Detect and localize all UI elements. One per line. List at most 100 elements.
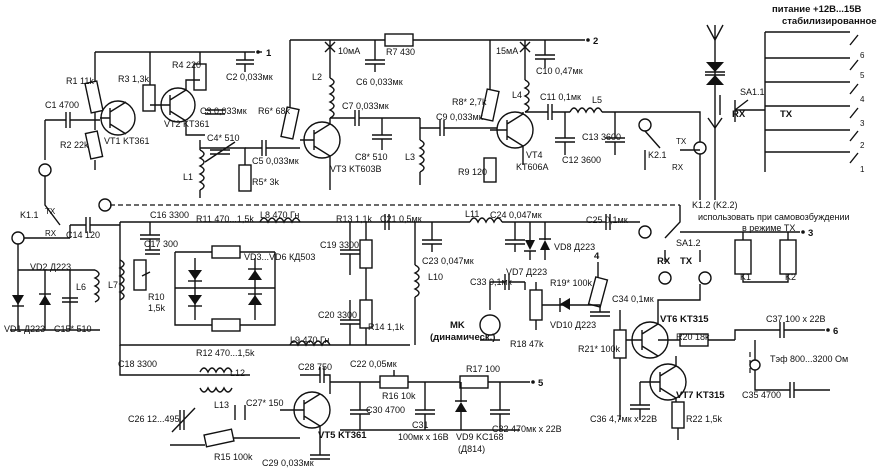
inductor-l8 bbox=[259, 217, 301, 224]
resistor-r7 bbox=[384, 33, 414, 47]
label-l12: L12 bbox=[230, 368, 245, 378]
diode-icon bbox=[706, 62, 724, 72]
resistor-r2 bbox=[84, 130, 104, 160]
diode-vd2 bbox=[39, 295, 51, 305]
inductor-l4 bbox=[523, 79, 530, 113]
label-k11: K1.1 bbox=[20, 210, 39, 220]
label-l3: L3 bbox=[405, 152, 415, 162]
inductor-l3 bbox=[418, 139, 425, 173]
resistor-r12 bbox=[211, 318, 241, 332]
connector-pin-4: 4 bbox=[860, 95, 865, 104]
label-note-1: использовать при самовозбуждении bbox=[698, 212, 850, 222]
label-rx-4: RX bbox=[657, 256, 671, 267]
label-c21: C21 0,5мк bbox=[380, 214, 422, 224]
resistor-r10 bbox=[133, 259, 147, 291]
label-c33: C33 0,1мк bbox=[470, 277, 512, 287]
connector-pin-1: 1 bbox=[860, 165, 865, 174]
resistor-r4 bbox=[193, 63, 207, 91]
diode-vd7 bbox=[525, 240, 535, 250]
label-c19: C19 3300 bbox=[320, 240, 359, 250]
terminal-2: 2 bbox=[593, 36, 598, 47]
label-tx-3: TX bbox=[45, 207, 56, 216]
terminal-5: 5 bbox=[538, 378, 544, 389]
label-vd8: VD8 Д223 bbox=[554, 242, 595, 252]
label-c6: C6 0,033мк bbox=[356, 77, 403, 87]
label-tx-2: TX bbox=[780, 109, 793, 120]
label-r11: R11 470...1,5k bbox=[196, 214, 254, 224]
label-r14: R14 1,1k bbox=[368, 322, 405, 332]
label-r8: R8* 2,7k bbox=[452, 97, 487, 107]
inductor-l10 bbox=[413, 264, 420, 298]
inductor-l12 bbox=[199, 367, 233, 374]
label-c7: C7 0,033мк bbox=[342, 101, 389, 111]
label-r4: R4 220 bbox=[172, 60, 201, 70]
resistor-r17 bbox=[459, 375, 489, 389]
label-k12: K1.2 (K2.2) bbox=[692, 200, 738, 210]
label-l10: L10 bbox=[428, 272, 443, 282]
diode-vd1 bbox=[12, 295, 24, 305]
terminal-4: 4 bbox=[594, 251, 600, 262]
label-c22: C22 0,05мк bbox=[350, 359, 397, 369]
connector-pin-2: 2 bbox=[860, 141, 865, 150]
inductor-l11 bbox=[469, 217, 503, 224]
label-c2: C2 0,033мк bbox=[226, 72, 273, 82]
label-c8: C8* 510 bbox=[355, 152, 388, 162]
diode-vd10 bbox=[560, 298, 570, 310]
label-vt3: VT3 KT603B bbox=[330, 164, 382, 174]
inductor-l6 bbox=[93, 269, 100, 303]
label-vt6: VT6 KT315 bbox=[660, 314, 709, 325]
label-l1: L1 bbox=[183, 172, 193, 182]
label-l5: L5 bbox=[592, 95, 602, 105]
label-r16: R16 10k bbox=[382, 391, 416, 401]
resistor-r9 bbox=[483, 157, 497, 183]
label-c12: C12 3600 bbox=[562, 155, 601, 165]
inductor-l5 bbox=[569, 107, 603, 114]
label-c27: C27* 150 bbox=[246, 398, 284, 408]
label-mk2: (динамическ.) bbox=[430, 332, 495, 343]
resistor-r15 bbox=[203, 428, 235, 448]
label-ma10: 10мА bbox=[338, 46, 360, 56]
label-power-1: питание +12B...15B bbox=[772, 4, 861, 15]
label-c31b: 100мк x 16B bbox=[398, 432, 449, 442]
label-r2: R2 22k bbox=[60, 140, 89, 150]
label-mk1: MK bbox=[450, 320, 465, 331]
label-vt4: VT4 bbox=[526, 150, 543, 160]
label-r20: R20 18k bbox=[676, 332, 710, 342]
label-vd2: VD2 Д223 bbox=[30, 262, 71, 272]
resistor-r5 bbox=[238, 164, 252, 192]
resistor-r1 bbox=[84, 80, 104, 114]
label-c34: C34 0,1мк bbox=[612, 294, 654, 304]
label-c29: C29 0,033мк bbox=[262, 458, 314, 468]
label-c31: C31 bbox=[412, 420, 429, 430]
terminal-1: 1 bbox=[266, 48, 272, 59]
inductor-l9 bbox=[289, 340, 331, 347]
terminal-3: 3 bbox=[808, 228, 813, 239]
label-c26: C26 12...495 bbox=[128, 414, 180, 424]
inductor-l1 bbox=[198, 149, 205, 191]
label-c28: C28 750 bbox=[298, 362, 332, 372]
label-c3: C3 0,033мк bbox=[200, 106, 247, 116]
label-r19: R19* 100k bbox=[550, 278, 593, 288]
label-c25: C25 0,1мк bbox=[586, 215, 628, 225]
label-r6: R6* 68k bbox=[258, 106, 291, 116]
label-c5: C5 0,033мк bbox=[252, 156, 299, 166]
microphone-icon bbox=[479, 314, 501, 336]
label-ma15: 15мА bbox=[496, 46, 518, 56]
label-r12: R12 470...1,5k bbox=[196, 348, 255, 358]
label-r22: R22 1,5k bbox=[686, 414, 723, 424]
label-c17: C17 300 bbox=[144, 239, 178, 249]
label-l6: L6 bbox=[76, 282, 86, 292]
label-power-2: стабилизированное bbox=[782, 16, 877, 27]
label-l4: L4 bbox=[512, 90, 522, 100]
label-c11: C11 0,1мк bbox=[540, 92, 581, 102]
label-k2: K2 bbox=[785, 272, 796, 282]
label-c36: C36 4,7мк x 22B bbox=[590, 414, 657, 424]
label-tph: Tэф 800...3200 Ом bbox=[770, 354, 848, 364]
label-k21: K2.1 bbox=[648, 150, 667, 160]
label-vd9: VD9 KC168 bbox=[456, 432, 504, 442]
label-sa11: SA1.1 bbox=[740, 87, 765, 97]
label-l9: L9 470 Гн bbox=[290, 335, 329, 345]
